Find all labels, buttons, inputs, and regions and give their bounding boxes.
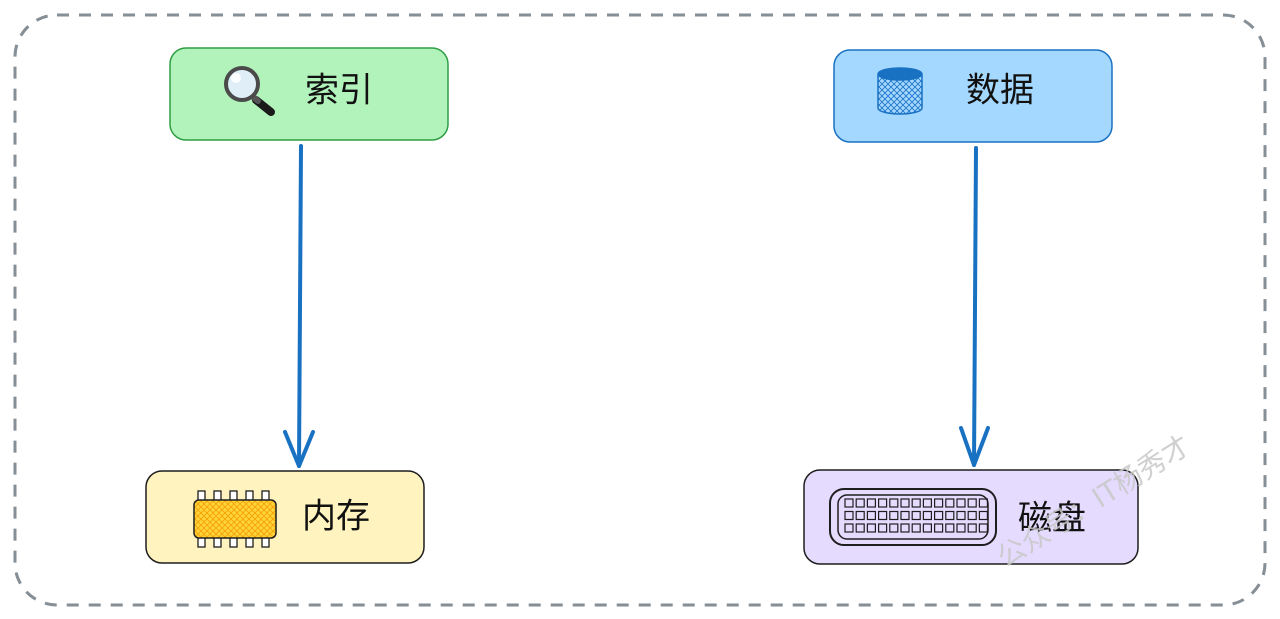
node-memory-label: 内存 [302,497,370,537]
disk-pin [945,523,955,533]
disk-pin [866,510,877,521]
disk-pin [978,498,989,508]
edge-data-to-disk [959,146,990,467]
disk-pin [933,510,944,521]
disk-pin [978,523,989,533]
disk-pin [877,498,888,508]
disk-pin [945,498,955,508]
disk-pin [933,498,944,508]
node-memory[interactable]: 内存 [145,470,425,564]
node-memory-box[interactable] [145,470,425,564]
disk-pin [866,498,877,508]
magnifier-icon [224,66,275,116]
disk-pin [844,523,854,533]
node-disk-label: 磁盘 [1018,499,1086,539]
node-index[interactable]: 索引 [169,47,449,141]
disk-pin [844,510,854,521]
disk-pin [922,523,933,533]
disk-pin [900,510,910,521]
node-disk[interactable]: 磁盘 [803,469,1139,565]
disk-pin [911,498,921,508]
disk-pin [844,498,854,508]
disk-pin [877,523,888,533]
disk-pin [855,498,865,508]
disk-pin [900,523,910,533]
edge-index-to-memory [283,144,315,468]
disk-pin [945,510,955,521]
disk-pin [922,510,933,521]
disk-pin [889,510,899,521]
node-disk-box[interactable] [803,469,1139,565]
disk-pin [967,523,977,533]
disk-pin [889,498,899,508]
disk-pin [911,510,921,521]
disk-pin [956,523,966,533]
node-data-label: 数据 [966,71,1034,111]
disk-pin [933,523,944,533]
dashed-container [13,13,1267,607]
disk-pin [967,510,977,521]
disk-pin [855,523,865,533]
disk-pin [956,510,966,521]
disk-pin [967,498,977,508]
node-index-label: 索引 [305,71,373,111]
disk-connector-icon [829,488,997,546]
disk-pin [900,498,910,508]
node-data[interactable]: 数据 [833,49,1113,143]
database-cylinder-icon [877,67,923,115]
disk-pin [922,498,933,508]
disk-pin [956,498,966,508]
disk-pin [911,523,921,533]
disk-pin [866,523,877,533]
disk-pin [877,510,888,521]
disk-pin [855,510,865,521]
disk-pin [889,523,899,533]
disk-pin [978,510,989,521]
memory-chip-icon [193,490,277,548]
